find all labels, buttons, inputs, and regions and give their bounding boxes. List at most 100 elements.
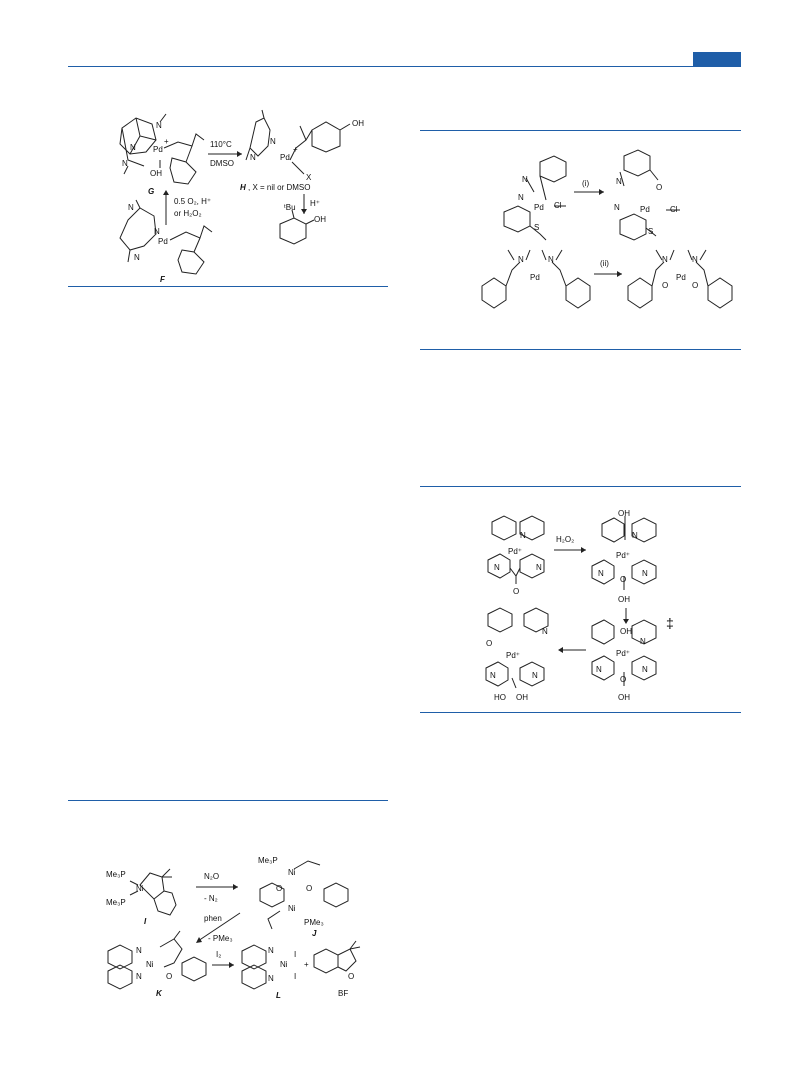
- svg-text:N: N: [596, 665, 602, 674]
- svg-text:N: N: [614, 203, 620, 212]
- svg-text:N: N: [536, 563, 542, 572]
- svg-text:H₂O₂: H₂O₂: [556, 535, 574, 544]
- svg-text:X: X: [306, 173, 312, 182]
- svg-text:OH: OH: [150, 169, 162, 178]
- svg-text:Me₃P: Me₃P: [258, 856, 278, 865]
- svg-text:N: N: [154, 227, 160, 236]
- scheme-pd-h2o2: N Pd⁺ N N O H₂O₂ OH N Pd⁺ N N O OH: [480, 509, 720, 710]
- svg-text:O: O: [656, 183, 662, 192]
- scheme-top-rule-right-2: [420, 486, 741, 487]
- svg-text:S: S: [534, 223, 539, 232]
- svg-text:(ii): (ii): [600, 259, 609, 268]
- svg-text:O: O: [486, 639, 492, 648]
- svg-text:N: N: [542, 627, 548, 636]
- svg-text:N: N: [268, 974, 274, 983]
- header-rule: [68, 66, 741, 67]
- svg-text:O: O: [306, 884, 312, 893]
- scheme-top-rule-right-1: [420, 130, 741, 131]
- svg-text:I₂: I₂: [216, 950, 221, 959]
- svg-text:Ni: Ni: [288, 868, 296, 877]
- svg-text:Me₃P: Me₃P: [106, 898, 126, 907]
- compound-label-G: G: [148, 187, 155, 196]
- svg-text:N: N: [518, 255, 524, 264]
- compound-label-J: J: [312, 929, 317, 938]
- svg-text:S: S: [648, 227, 653, 236]
- svg-text:Pd: Pd: [640, 205, 650, 214]
- svg-text:Me₃P: Me₃P: [106, 870, 126, 879]
- svg-text:N₂O: N₂O: [204, 872, 219, 881]
- svg-text:N: N: [522, 175, 528, 184]
- svg-text:N: N: [662, 255, 668, 264]
- svg-text:N: N: [532, 671, 538, 680]
- svg-text:Pd⁺: Pd⁺: [508, 547, 522, 556]
- svg-text:+: +: [164, 137, 169, 146]
- compound-label-F: F: [160, 275, 165, 284]
- svg-text:O: O: [692, 281, 698, 290]
- svg-text:(i): (i): [582, 179, 589, 188]
- svg-text:OH: OH: [620, 627, 632, 636]
- scheme-ni-n2o: Me₃P Ni Me₃P N₂O - N₂ Me₃P Ni O O Ni PMe…: [100, 855, 380, 1015]
- svg-text:N: N: [250, 153, 256, 162]
- svg-text:OH: OH: [618, 595, 630, 604]
- svg-text:PMe₃: PMe₃: [304, 918, 324, 927]
- svg-text:O: O: [166, 972, 172, 981]
- scheme-bottom-rule-left-1: [68, 286, 388, 287]
- svg-text:OH: OH: [618, 509, 630, 518]
- svg-text:Cl: Cl: [554, 201, 562, 210]
- svg-text:+: +: [293, 145, 298, 154]
- svg-text:- N₂: - N₂: [204, 894, 218, 903]
- svg-text:Pd: Pd: [153, 145, 163, 154]
- scheme-h2o2-drawing: N Pd⁺ N N O H₂O₂ OH N Pd⁺ N N O OH: [485, 509, 674, 702]
- svg-text:OH: OH: [314, 215, 326, 224]
- svg-text:O: O: [513, 587, 519, 596]
- svg-text:Pd: Pd: [676, 273, 686, 282]
- svg-text:N: N: [642, 665, 648, 674]
- compound-label-L: L: [276, 991, 281, 1000]
- scheme-top-rule-left-2: [68, 800, 388, 801]
- svg-text:O: O: [620, 575, 626, 584]
- svg-text:Pd⁺: Pd⁺: [616, 551, 630, 560]
- svg-text:- PMe₃: - PMe₃: [208, 934, 233, 943]
- svg-text:Pd⁺: Pd⁺: [616, 649, 630, 658]
- scheme-pd-ligand-oxidation: N N Pd Cl S (i) O N N Pd Cl S: [470, 149, 733, 330]
- svg-text:Ni: Ni: [288, 904, 296, 913]
- svg-text:I: I: [294, 972, 296, 981]
- compound-label-I: I: [144, 917, 147, 926]
- svg-text:N: N: [632, 531, 638, 540]
- svg-text:N: N: [134, 253, 140, 262]
- svg-text:‡: ‡: [666, 615, 674, 631]
- svg-text:Pd: Pd: [158, 237, 168, 246]
- svg-text:N: N: [130, 143, 136, 152]
- svg-text:I: I: [294, 950, 296, 959]
- scheme-pd-oxidation-drawing: Pd + N N N OH 110°C DMSO Pd + N N X OH H…: [119, 109, 364, 275]
- scheme-bottom-rule-right-2: [420, 712, 741, 713]
- svg-text:N: N: [548, 255, 554, 264]
- svg-text:N: N: [616, 177, 622, 186]
- svg-text:+: +: [304, 960, 309, 969]
- svg-text:0.5 O₂, H⁺: 0.5 O₂, H⁺: [174, 197, 211, 206]
- svg-text:N: N: [598, 569, 604, 578]
- svg-text:N: N: [520, 531, 526, 540]
- svg-text:N: N: [642, 569, 648, 578]
- svg-text:DMSO: DMSO: [210, 159, 234, 168]
- svg-text:N: N: [156, 121, 162, 130]
- svg-text:Pd: Pd: [530, 273, 540, 282]
- svg-text:N: N: [136, 972, 142, 981]
- svg-text:N: N: [270, 137, 276, 146]
- svg-text:N: N: [494, 563, 500, 572]
- svg-text:N: N: [640, 637, 646, 646]
- svg-text:N: N: [692, 255, 698, 264]
- svg-text:Pd: Pd: [280, 153, 290, 162]
- svg-text:N: N: [128, 203, 134, 212]
- svg-text:Ni: Ni: [280, 960, 288, 969]
- compound-label-BF: BF: [338, 989, 349, 998]
- scheme-pd-oxidation: Pd + N N N OH 110°C DMSO Pd + N N X OH H…: [100, 100, 380, 285]
- svg-text:OH: OH: [516, 693, 528, 702]
- svg-text:HO: HO: [494, 693, 506, 702]
- svg-text:OH: OH: [618, 693, 630, 702]
- header-tab: [693, 52, 741, 66]
- svg-text:Pd: Pd: [534, 203, 544, 212]
- svg-text:Ni: Ni: [136, 884, 144, 893]
- svg-text:110°C: 110°C: [210, 140, 232, 149]
- svg-text:H: H: [240, 183, 246, 192]
